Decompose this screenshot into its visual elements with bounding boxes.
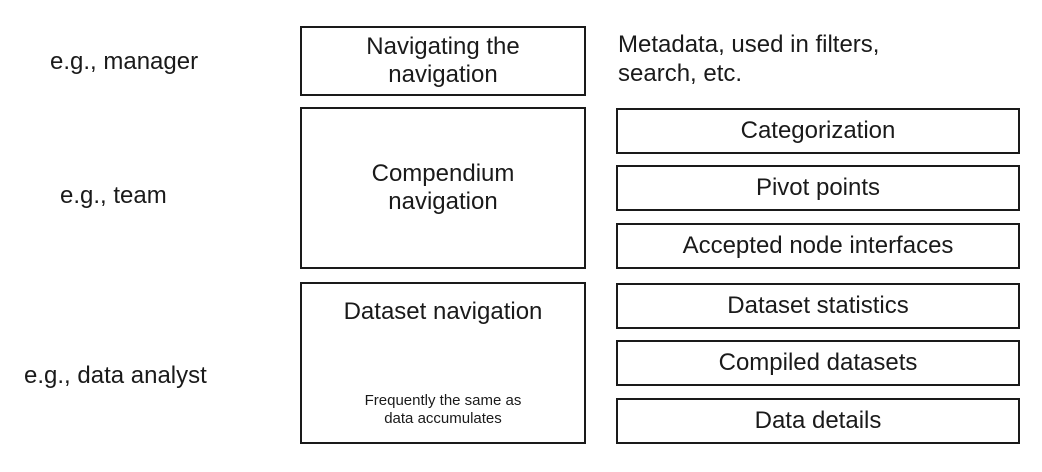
navigating-the-navigation-box: Navigating the navigation — [300, 26, 586, 96]
role-label-team: e.g., team — [60, 182, 167, 209]
metadata-description: Metadata, used in filters, search, etc. — [618, 31, 880, 87]
role-label-manager: e.g., manager — [50, 48, 199, 75]
dataset-navigation-box: Dataset navigation Frequently the same a… — [300, 282, 586, 444]
role-label-data-analyst: e.g., data analyst — [24, 362, 207, 389]
categorization-box: Categorization — [616, 108, 1020, 154]
accepted-node-interfaces-label: Accepted node interfaces — [682, 232, 954, 259]
compiled-datasets-box: Compiled datasets — [616, 340, 1020, 386]
navigating-the-navigation-label: Navigating the navigation — [366, 33, 520, 88]
pivot-points-label: Pivot points — [755, 174, 881, 201]
compendium-navigation-label: Compendium navigation — [371, 160, 515, 215]
dataset-statistics-box: Dataset statistics — [616, 283, 1020, 329]
dataset-statistics-label: Dataset statistics — [727, 292, 909, 319]
dataset-navigation-label: Dataset navigation — [343, 298, 543, 325]
dataset-navigation-note: Frequently the same as data accumulates — [364, 392, 522, 427]
pivot-points-box: Pivot points — [616, 165, 1020, 211]
data-details-label: Data details — [754, 407, 882, 434]
data-details-box: Data details — [616, 398, 1020, 444]
compendium-navigation-box: Compendium navigation — [300, 107, 586, 269]
categorization-label: Categorization — [740, 117, 896, 144]
accepted-node-interfaces-box: Accepted node interfaces — [616, 223, 1020, 269]
compiled-datasets-label: Compiled datasets — [718, 349, 918, 376]
